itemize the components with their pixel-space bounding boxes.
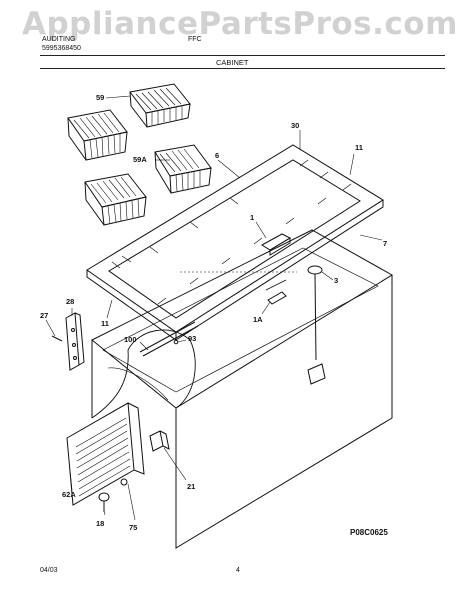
header-left-line1: AUDITING [42, 36, 76, 43]
callout-59: 59 [96, 93, 104, 102]
header-rule-top [40, 55, 445, 56]
control-panel-1 [261, 233, 292, 256]
footer-date: 04/03 [40, 567, 58, 574]
leader-1-to-1a [265, 279, 287, 291]
strip-100 [139, 321, 199, 357]
callout-1a: 1A [253, 315, 263, 324]
drain-3 [307, 265, 326, 385]
basket-59a [154, 144, 212, 194]
callout-30: 30 [291, 121, 299, 130]
callout-6: 6 [215, 151, 219, 160]
callout-21: 21 [187, 482, 195, 491]
callout-59a: 59A [133, 155, 147, 164]
header-model: FFC [188, 36, 202, 43]
screw-27 [51, 335, 63, 342]
diagram-code: P08C0625 [350, 528, 388, 537]
grille-62a [66, 402, 145, 506]
callout-27: 27 [40, 311, 48, 320]
callout-1: 1 [250, 213, 254, 222]
callout-11-top: 11 [355, 143, 363, 152]
switch-21 [149, 430, 170, 452]
callout-11-left: 11 [101, 319, 109, 328]
header-part-number: 5995368450 [42, 45, 81, 52]
basket-59-second [67, 109, 128, 161]
callout-3: 3 [334, 276, 338, 285]
basket-59a-second [84, 173, 147, 226]
callout-62a: 62A [62, 490, 76, 499]
callout-18: 18 [96, 519, 104, 528]
callout-100: 100 [124, 335, 137, 344]
lid-frame [86, 144, 384, 341]
basket-59 [129, 83, 191, 128]
hinge-28 [65, 312, 85, 371]
callout-leaders [45, 95, 383, 521]
callout-93: 93 [188, 334, 196, 343]
thermostat-1a [267, 291, 287, 305]
watermark: AppliancePartsPros.com [22, 6, 458, 42]
section-title: CABINET [216, 58, 249, 67]
knob-18 [98, 492, 110, 512]
cabinet-body [91, 229, 393, 549]
footer-page-number: 4 [236, 567, 240, 574]
header-rule-bottom [40, 68, 445, 69]
callout-28: 28 [66, 297, 74, 306]
callout-75: 75 [129, 523, 137, 532]
callout-7: 7 [383, 239, 387, 248]
